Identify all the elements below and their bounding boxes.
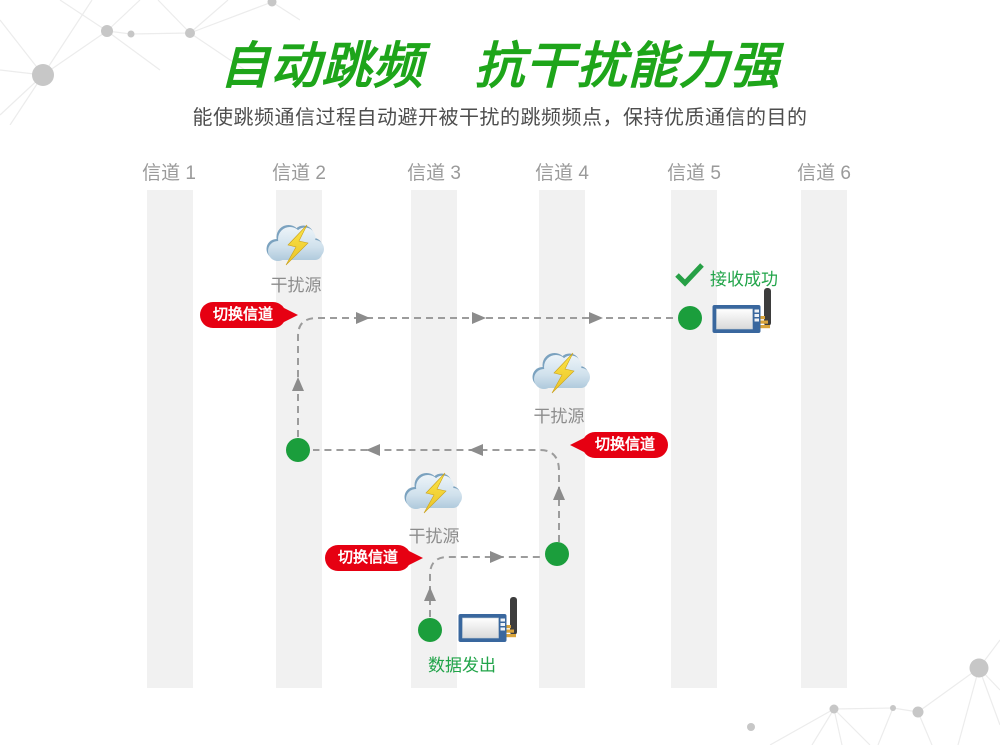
badge-label: 切换信道 [595, 436, 656, 453]
cloud-lightning-icon [266, 224, 324, 266]
receive-success-label: 接收成功 [710, 270, 778, 289]
interference-label-3: 干扰源 [408, 527, 460, 546]
interference-label-2: 干扰源 [533, 407, 585, 426]
channel-3-bar [411, 190, 457, 688]
switch-channel-badge-3: 切换信道 [325, 545, 424, 571]
channel-4-label: 信道 4 [535, 163, 589, 184]
network-decoration-top-left [0, 0, 300, 125]
rf-module-antenna-icon [458, 597, 517, 642]
rf-module-antenna-icon [712, 288, 771, 333]
network-decoration-bottom-right [747, 639, 1000, 745]
hop-dot-channel2 [286, 438, 310, 462]
hop-dot-channel4 [545, 542, 569, 566]
badge-label: 切换信道 [338, 549, 399, 566]
switch-channel-badge-1: 切换信道 [200, 302, 299, 328]
data-sent-label: 数据发出 [428, 656, 496, 675]
badge-label: 切换信道 [213, 306, 274, 323]
channel-6-bar [801, 190, 847, 688]
channel-1-bar [147, 190, 193, 688]
hop-dot-receive [678, 306, 702, 330]
hop-dot-send [418, 618, 442, 642]
cloud-lightning-icon [532, 352, 590, 394]
channel-1-label: 信道 1 [142, 163, 196, 184]
interference-label-1: 干扰源 [270, 276, 322, 295]
page-title: 自动跳频 抗干扰能力强 [219, 38, 781, 94]
channel-2-label: 信道 2 [272, 163, 326, 184]
page-subtitle: 能使跳频通信过程自动避开被干扰的跳频频点，保持优质通信的目的 [192, 107, 808, 129]
channel-3-label: 信道 3 [407, 163, 461, 184]
switch-channel-badge-2: 切换信道 [569, 432, 669, 458]
cloud-lightning-icon [404, 472, 462, 514]
channel-5-label: 信道 5 [667, 163, 721, 184]
check-icon [675, 263, 704, 287]
channel-6-label: 信道 6 [797, 163, 851, 184]
